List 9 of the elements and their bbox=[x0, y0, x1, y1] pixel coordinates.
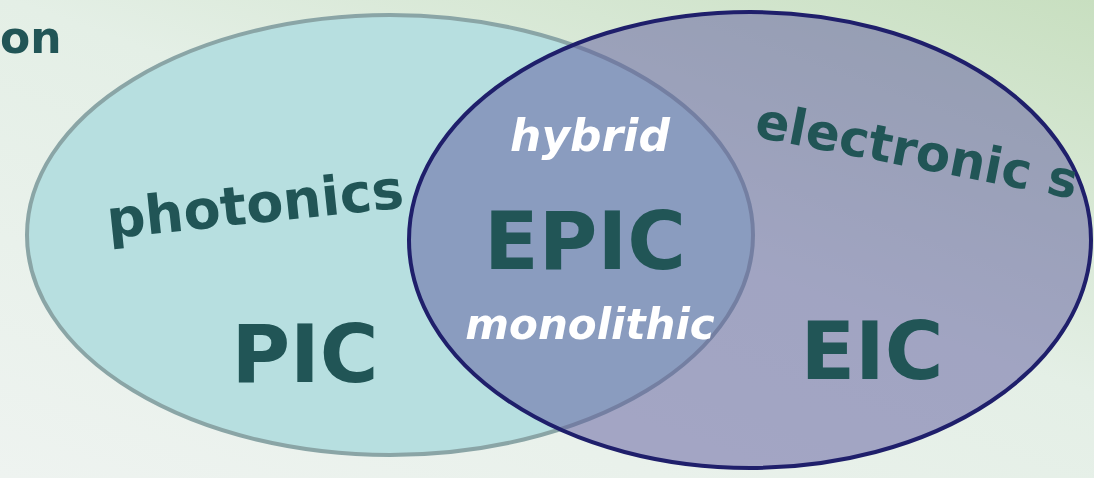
overlap-label: EPIC bbox=[483, 195, 687, 288]
overlap-label: hybrid bbox=[509, 110, 672, 161]
heading-fragment: on bbox=[0, 12, 60, 63]
overlap-label: monolithic bbox=[464, 300, 716, 349]
set-ellipse bbox=[407, 10, 1093, 470]
set-acronym: PIC bbox=[230, 308, 380, 401]
set-acronym: EIC bbox=[799, 305, 945, 398]
set-label: photonics bbox=[102, 156, 408, 253]
set-label: electronic s bbox=[750, 94, 1084, 209]
